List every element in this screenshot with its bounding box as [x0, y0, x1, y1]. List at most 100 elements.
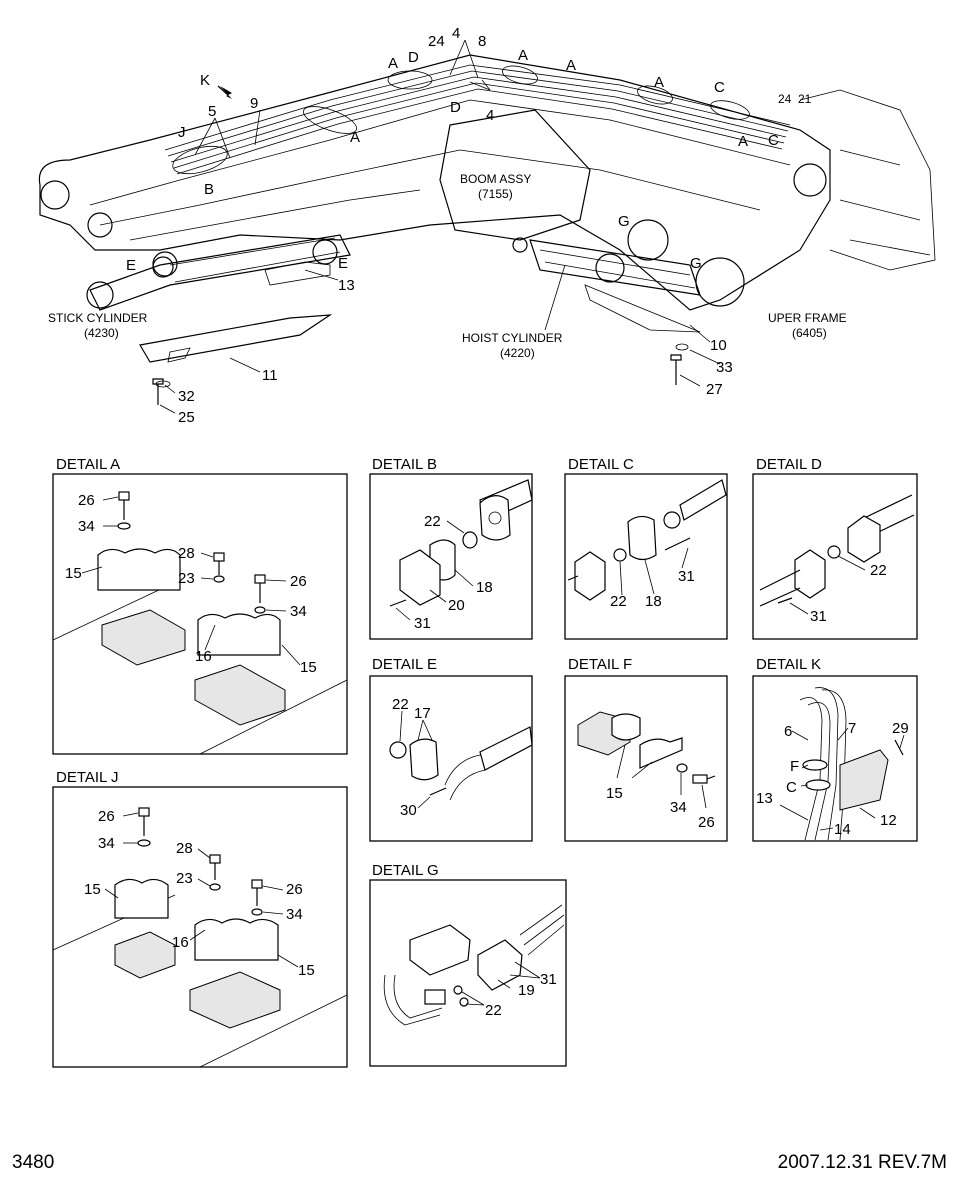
detail-f: DETAIL F 15 34 26	[564, 656, 728, 842]
callout: 24	[428, 33, 445, 50]
callout: F	[790, 758, 799, 775]
callout: 12	[880, 812, 897, 829]
upper-frame-label: UPER FRAME	[768, 311, 847, 325]
callout: 28	[176, 840, 193, 857]
detail-e-title: DETAIL E	[372, 656, 437, 673]
callout: 11	[262, 367, 278, 384]
boom-outline	[38, 54, 831, 311]
hoist-cylinder-label: HOIST CYLINDER	[462, 331, 563, 345]
callout: 22	[392, 696, 409, 713]
stick-cylinder-label: STICK CYLINDER	[48, 311, 148, 325]
boom-assy-label: BOOM ASSY	[460, 172, 531, 186]
callout: 15	[300, 659, 317, 676]
detail-b-title: DETAIL B	[372, 456, 437, 473]
callout: 27	[706, 381, 723, 398]
callout: 26	[698, 814, 715, 831]
callout: 18	[645, 593, 662, 610]
callout: 16	[195, 648, 212, 665]
callout: 26	[98, 808, 115, 825]
detail-d: DETAIL D 22 31	[752, 456, 918, 640]
callout: 4	[452, 25, 460, 42]
callout: C	[786, 779, 797, 796]
callout: 22	[610, 593, 627, 610]
callout: A	[350, 129, 360, 146]
stick-cylinder-code: (4230)	[84, 326, 119, 340]
detail-k-title: DETAIL K	[756, 656, 821, 673]
callout: 31	[810, 608, 827, 625]
callout: 7	[848, 720, 856, 737]
callout: 24	[778, 92, 792, 106]
callout: A	[738, 133, 748, 150]
callout: A	[388, 55, 398, 72]
upper-frame-code: (6405)	[792, 326, 827, 340]
callout: D	[450, 99, 461, 116]
detail-c: DETAIL C 31 22 18	[564, 456, 728, 640]
callout: 4	[486, 107, 494, 124]
callout: 26	[286, 881, 303, 898]
callout: A	[654, 74, 664, 91]
callout: 18	[476, 579, 493, 596]
callout: 21	[798, 92, 812, 106]
detail-j-title: DETAIL J	[56, 769, 119, 786]
boom-center-plate	[439, 109, 591, 241]
callout: 13	[756, 790, 773, 807]
callout: 17	[414, 705, 431, 722]
callout: A	[566, 57, 576, 74]
callout: 26	[290, 573, 307, 590]
detail-d-title: DETAIL D	[756, 456, 822, 473]
callout: 31	[678, 568, 695, 585]
page-number: 3480	[12, 1152, 55, 1173]
callout: 34	[670, 799, 687, 816]
main-assembly-view: BOOM ASSY (7155) STICK CYLINDER (4230) H…	[38, 25, 936, 426]
callout: D	[408, 49, 419, 66]
callout: 16	[172, 934, 189, 951]
detail-c-title: DETAIL C	[568, 456, 634, 473]
detail-a: DETAIL A 26 34 28 23 26 34 15 16 15	[52, 456, 348, 755]
callout: 22	[485, 1002, 502, 1019]
callout: 29	[892, 720, 909, 737]
callout: 20	[448, 597, 465, 614]
callout: 10	[710, 337, 727, 354]
callout: E	[126, 257, 136, 274]
callout: 22	[424, 513, 441, 530]
callout: 8	[478, 33, 486, 50]
callout: 15	[84, 881, 101, 898]
detail-f-title: DETAIL F	[568, 656, 632, 673]
callout: 23	[176, 870, 193, 887]
detail-b: DETAIL B 22 18 20 31	[369, 456, 533, 640]
callout: 25	[178, 409, 195, 426]
callout: G	[618, 213, 630, 230]
main-callouts: A D 24 4 8 A A A C 24 21 5 9 J B A C D 4…	[126, 25, 812, 426]
hose-bundle	[164, 64, 791, 175]
callout: 19	[518, 982, 535, 999]
callout: C	[768, 132, 779, 149]
callout: A	[518, 47, 528, 64]
detail-g: DETAIL G 31 19 22	[369, 862, 567, 1067]
callout: 31	[540, 971, 557, 988]
callout: 33	[716, 359, 733, 376]
boom-assy-code: (7155)	[478, 187, 513, 201]
callout: 13	[338, 277, 355, 294]
detail-e: DETAIL E 22 17 30	[369, 656, 533, 842]
revision-date: 2007.12.31 REV.7M	[777, 1152, 947, 1173]
callout: 5	[208, 103, 216, 120]
callout: 15	[606, 785, 623, 802]
hoist-cylinder	[529, 239, 701, 296]
detail-j: DETAIL J 26 34 28 23 26 34 15 16 15	[52, 769, 348, 1068]
callout: 23	[178, 570, 195, 587]
callout: 30	[400, 802, 417, 819]
callout: 34	[286, 906, 303, 923]
callout: 9	[250, 95, 258, 112]
callout: B	[204, 181, 214, 198]
callout: 26	[78, 492, 95, 509]
callout: E	[338, 255, 348, 272]
detail-g-title: DETAIL G	[372, 862, 439, 879]
callout: J	[178, 124, 186, 141]
callout: C	[714, 79, 725, 96]
callout: 31	[414, 615, 431, 632]
callout: 34	[98, 835, 115, 852]
view-marker-k: K	[200, 72, 210, 89]
callout: 15	[298, 962, 315, 979]
callout: 34	[290, 603, 307, 620]
